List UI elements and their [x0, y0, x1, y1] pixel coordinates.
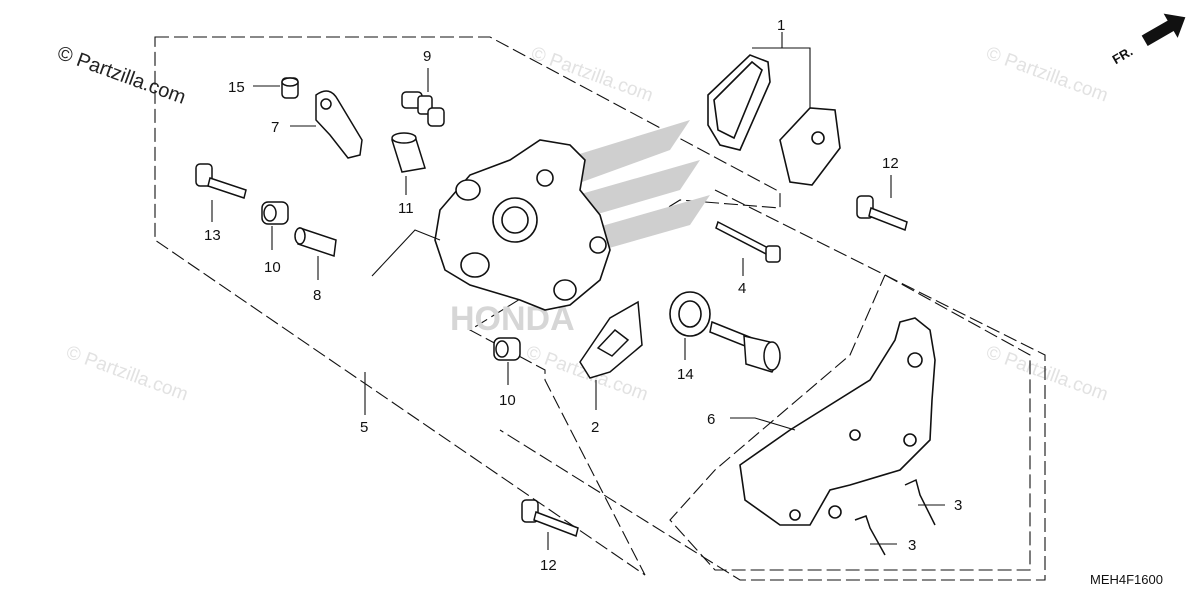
- nut-part-10-lower: [493, 337, 521, 361]
- watermark: © Partzilla.com: [63, 342, 190, 406]
- callout-1: 1: [777, 17, 785, 34]
- caliper-assembly-outline: [154, 36, 781, 576]
- front-marker: FR.: [1110, 44, 1136, 67]
- callout-12b: 12: [540, 557, 557, 574]
- callout-8: 8: [313, 287, 321, 304]
- leader-lines: [211, 32, 945, 550]
- callout-5: 5: [360, 419, 368, 436]
- callout-6: 6: [707, 411, 715, 428]
- bleeder-plate-part-7: [315, 90, 363, 159]
- diagram-code: MEH4F1600: [1090, 572, 1163, 587]
- callout-2: 2: [591, 419, 599, 436]
- callout-3b: 3: [908, 537, 916, 554]
- bolt-part-12-upper: [856, 195, 908, 232]
- nut-part-15: [281, 77, 299, 99]
- bracket-assembly-outline: [499, 189, 1046, 581]
- caliper-bracket-part-6: [739, 317, 936, 526]
- callout-7: 7: [271, 119, 279, 136]
- caliper-body-part-5: [434, 139, 611, 311]
- sleeve-part-11: [391, 132, 426, 173]
- slide-pin: [709, 320, 781, 373]
- callout-11: 11: [398, 200, 414, 217]
- pad-spring-part-2: [579, 300, 643, 379]
- watermark: © Partzilla.com: [983, 43, 1110, 107]
- callout-12a: 12: [882, 155, 899, 172]
- nut-part-10-upper: [261, 201, 289, 225]
- bolt-part-12-lower: [521, 499, 579, 538]
- callout-13: 13: [204, 227, 221, 244]
- watermark: © Partzilla.com: [528, 43, 655, 107]
- retainer-part-3-lower: [854, 515, 886, 556]
- bolt-part-13: [195, 163, 247, 199]
- bracket-inner-outline: [669, 274, 1031, 571]
- callout-3a: 3: [954, 497, 962, 514]
- pin-part-8: [294, 226, 337, 258]
- watermark: © Partzilla.com: [983, 342, 1110, 406]
- bleeder-part-9: [401, 91, 445, 127]
- pad-pin-part-4: [715, 220, 781, 263]
- callout-14: 14: [677, 366, 694, 383]
- callout-4: 4: [738, 280, 746, 297]
- callout-10b: 10: [499, 392, 516, 409]
- callout-15: 15: [228, 79, 245, 96]
- callout-9: 9: [423, 48, 431, 65]
- boot-part-14: [669, 291, 711, 337]
- callout-10a: 10: [264, 259, 281, 276]
- brake-pads-part-1: [707, 54, 841, 186]
- callouts: 1 2 3 3 4 5 6 7 8 9 10 10 11 12 12 13 14…: [204, 17, 962, 574]
- front-arrow-icon: FR.: [1110, 13, 1186, 67]
- retainer-part-3-upper: [904, 478, 936, 526]
